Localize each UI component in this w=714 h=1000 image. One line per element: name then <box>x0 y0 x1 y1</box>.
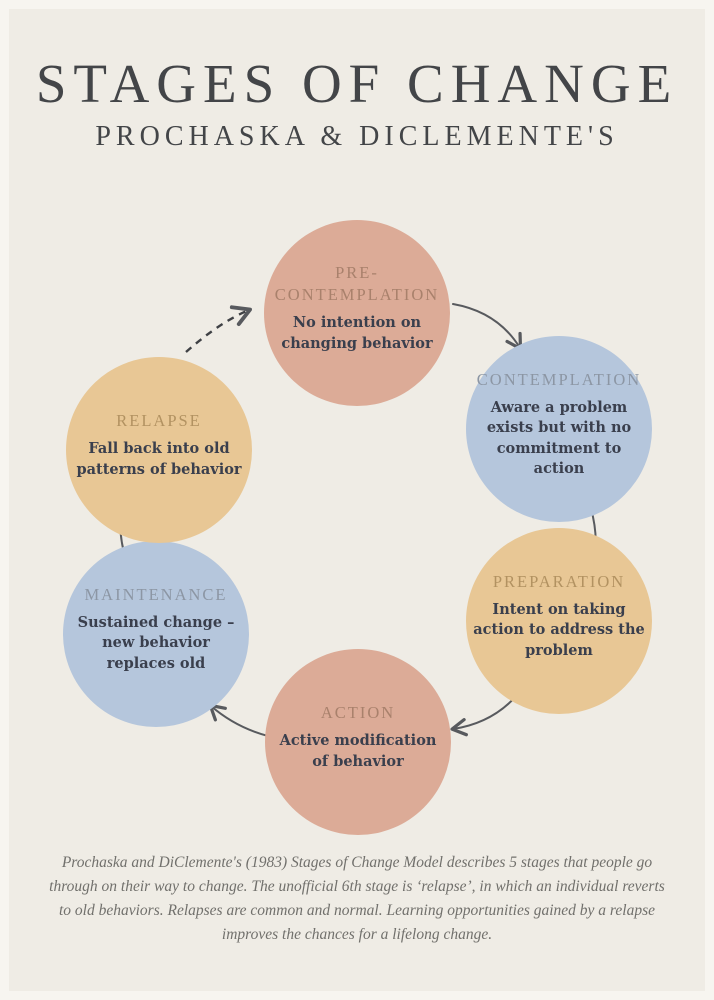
stage-label-precontemplation: PRE-CONTEMPLATION <box>274 262 440 305</box>
stage-circle-precontemplation: PRE-CONTEMPLATION No intention on changi… <box>264 220 450 406</box>
stage-circle-relapse: RELAPSE Fall back into old patterns of b… <box>66 357 252 543</box>
stage-circle-contemplation: CONTEMPLATION Aware a problem exists but… <box>466 336 652 522</box>
stage-label-maintenance: MAINTENANCE <box>84 584 228 604</box>
arrow-precontemplation-to-contemplation <box>452 303 523 351</box>
stage-circle-action: ACTION Active modification of behavior <box>265 649 451 835</box>
stage-description-contemplation: Aware a problem exists but with no commi… <box>486 399 632 477</box>
footer-caption: Prochaska and DiClemente's (1983) Stages… <box>49 854 665 944</box>
stage-circle-preparation: PREPARATION Intent on taking action to a… <box>466 528 652 714</box>
stage-label-contemplation: CONTEMPLATION <box>476 369 642 389</box>
stage-label-preparation: PREPARATION <box>492 571 626 591</box>
poster-subtitle: PROCHASKA & DICLEMENTE'S <box>95 120 619 152</box>
stage-label-action: ACTION <box>320 703 396 723</box>
stage-label-relapse: RELAPSE <box>116 411 202 431</box>
arrow-relapse-to-precontemplation <box>185 305 252 353</box>
stage-description-precontemplation: No intention on changing behavior <box>281 314 433 352</box>
stage-description-action: Active modification of behavior <box>279 732 437 770</box>
stage-description-relapse: Fall back into old patterns of behavior <box>76 440 242 478</box>
stage-description-preparation: Intent on taking action to address the p… <box>473 601 645 659</box>
header: STAGES OF CHANGE PROCHASKA & DICLEMENTE'… <box>0 53 714 153</box>
stage-circle-maintenance: MAINTENANCE Sustained change – new behav… <box>63 541 249 727</box>
stage-description-maintenance: Sustained change – new behavior replaces… <box>77 614 235 672</box>
poster-title: STAGES OF CHANGE <box>35 53 679 114</box>
